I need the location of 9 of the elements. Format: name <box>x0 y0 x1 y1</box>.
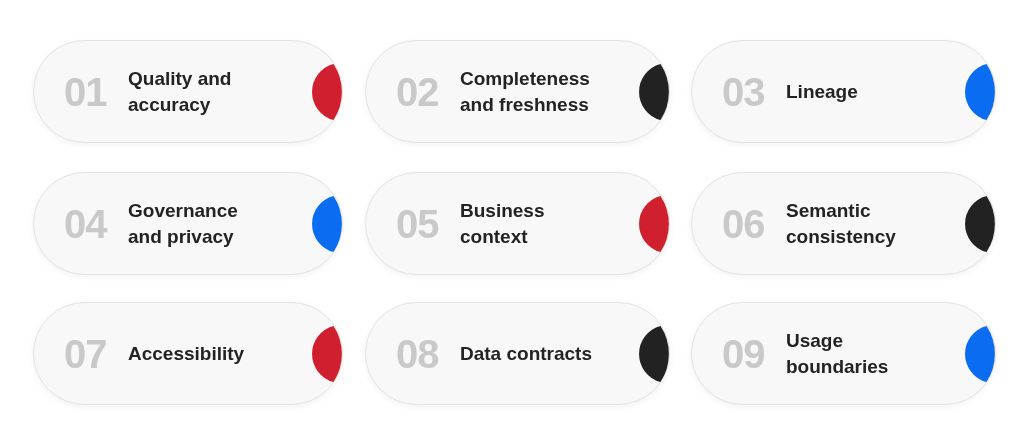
card-title: Semantic consistency <box>786 198 897 249</box>
card-title: Usage boundaries <box>786 328 890 379</box>
card-title: Quality and accuracy <box>128 66 233 117</box>
card-title: Governance and privacy <box>128 198 239 249</box>
card-title: Lineage <box>786 79 859 104</box>
card-title: Completeness and freshness <box>460 66 591 117</box>
card-title: Data contracts <box>460 341 593 366</box>
card-title: Accessibility <box>128 341 246 366</box>
card-title: Business context <box>460 198 546 249</box>
